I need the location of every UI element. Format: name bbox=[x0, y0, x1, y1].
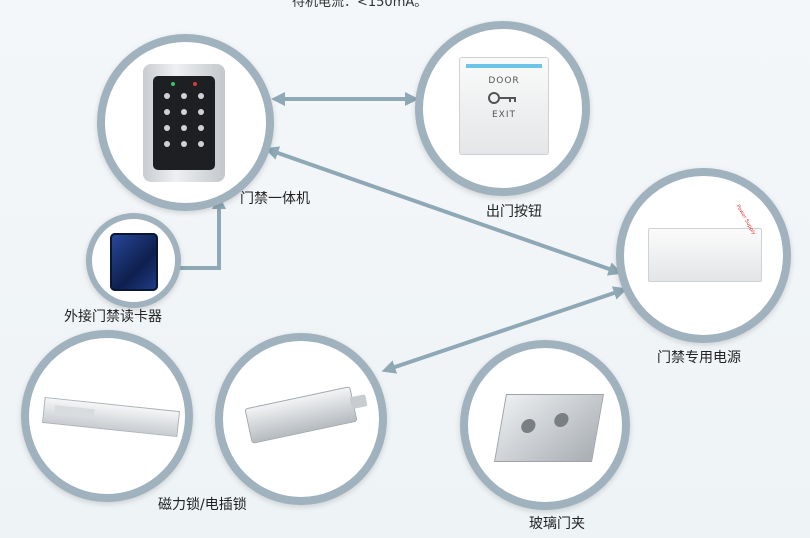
exit-button-label: 出门按钮 bbox=[486, 204, 542, 220]
magnetic-lock-node bbox=[21, 330, 193, 502]
keypad-keys-icon bbox=[164, 82, 204, 147]
glass-clamp-node bbox=[460, 340, 630, 510]
magnetic-lock-device bbox=[42, 396, 180, 438]
exit-button-text-exit: EXIT bbox=[491, 110, 516, 120]
power-supply-node: Power Supply bbox=[616, 168, 791, 343]
controller-node bbox=[97, 34, 274, 211]
exit-button-device: DOOR EXIT bbox=[459, 57, 549, 155]
arrow-controller-power bbox=[264, 146, 623, 276]
arrow-reader-controller bbox=[178, 195, 226, 270]
lock-label: 磁力锁/电插锁 bbox=[158, 497, 247, 513]
exit-button-node: DOOR EXIT bbox=[415, 21, 590, 196]
key-icon bbox=[488, 92, 516, 104]
card-reader-node bbox=[86, 213, 181, 308]
glass-clamp-label: 玻璃门夹 bbox=[529, 516, 585, 532]
electric-lock-device bbox=[244, 386, 368, 444]
power-supply-label: 门禁专用电源 bbox=[657, 350, 741, 366]
card-reader-label: 外接门禁读卡器 bbox=[64, 309, 162, 325]
power-supply-box: Power Supply bbox=[648, 204, 762, 282]
electric-lock-node bbox=[215, 333, 387, 505]
arrow-power-lock bbox=[381, 286, 628, 374]
standby-current-note: 待机电流：<150mA。 bbox=[292, 0, 428, 10]
card-reader-device bbox=[110, 233, 158, 291]
controller-label: 门禁一体机 bbox=[240, 191, 310, 207]
glass-clamp-device bbox=[494, 394, 604, 462]
exit-button-text-door: DOOR bbox=[488, 76, 520, 86]
keypad-device bbox=[143, 64, 225, 182]
power-supply-brand: Power Supply bbox=[734, 203, 757, 236]
keypad-panel bbox=[153, 76, 215, 170]
